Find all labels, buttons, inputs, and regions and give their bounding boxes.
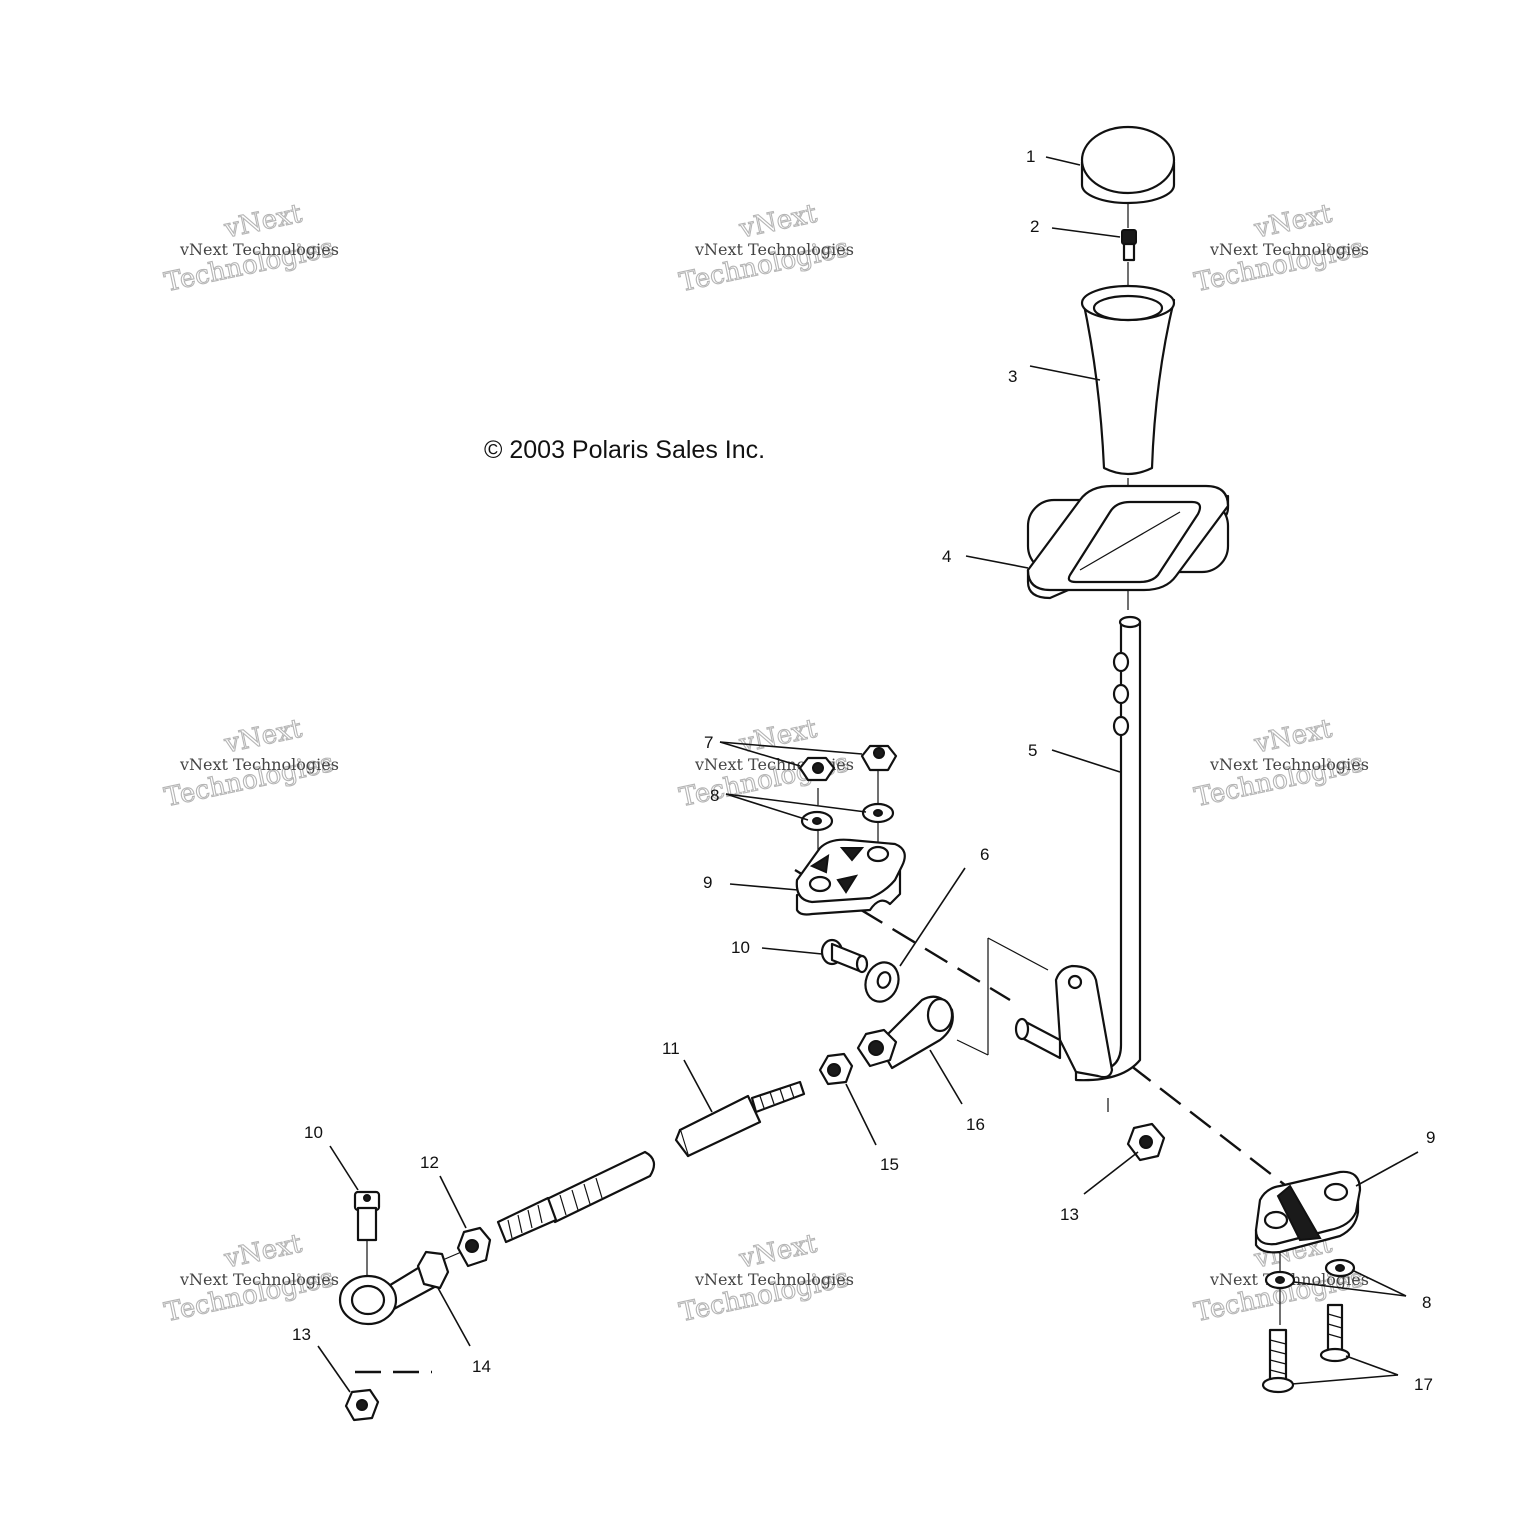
svg-text:vNext: vNext [221, 1229, 305, 1275]
watermark-group: vNext Technologies vNext Technologies vN… [161, 198, 1369, 1328]
svg-text:vNext: vNext [1251, 714, 1335, 760]
part-8-washer-bottom-right [1324, 1258, 1356, 1278]
callout-labels: 1 2 3 4 5 6 7 8 9 10 11 12 13 14 15 16 9… [292, 147, 1435, 1394]
callout-5: 5 [1028, 741, 1037, 760]
part-9-pivot-block-top [795, 838, 906, 916]
part-8-washer-left [800, 810, 834, 832]
callout-13-middle: 13 [1060, 1205, 1079, 1224]
watermark-1: vNext Technologies vNext Technologies [161, 198, 339, 298]
copyright-text: © 2003 Polaris Sales Inc. [484, 436, 765, 464]
part-8-washer-right [861, 802, 895, 824]
part-4-boot-plate [1026, 484, 1230, 600]
leader-lines [317, 156, 1419, 1393]
part-8-washer-bottom-left [1264, 1270, 1296, 1290]
part-1-knob-cap [1080, 125, 1176, 205]
svg-text:vNext Technologies: vNext Technologies [179, 1270, 339, 1289]
watermark-4: vNext Technologies vNext Technologies [161, 713, 339, 813]
part-17-screw-right [1319, 1303, 1351, 1363]
part-5-shift-lever [1014, 615, 1142, 1082]
svg-text:vNext: vNext [221, 714, 305, 760]
callout-7: 7 [704, 733, 713, 752]
callout-9-right: 9 [1426, 1128, 1435, 1147]
part-14-eye-bolt [338, 1250, 450, 1326]
callout-15: 15 [880, 1155, 899, 1174]
callout-16: 16 [966, 1115, 985, 1134]
callout-2: 2 [1030, 217, 1039, 236]
part-threaded-rod [496, 1150, 656, 1244]
callout-10: 10 [731, 938, 750, 957]
part-13-nut-lower-left [344, 1388, 380, 1422]
callout-8-right: 8 [1422, 1293, 1431, 1312]
callout-4: 4 [942, 547, 951, 566]
svg-text:vNext: vNext [736, 1229, 820, 1275]
part-17-screw-left [1261, 1328, 1295, 1394]
part-2-set-screw [1121, 229, 1137, 262]
callout-12: 12 [420, 1153, 439, 1172]
svg-text:vNext: vNext [1251, 199, 1335, 245]
watermark-6: vNext Technologies vNext Technologies [1191, 713, 1369, 813]
svg-text:vNext Technologies: vNext Technologies [1209, 755, 1369, 774]
part-10-shoulder-bolt [820, 938, 869, 974]
part-12-nut [456, 1226, 492, 1268]
callout-9: 9 [703, 873, 712, 892]
part-15-jam-nut [818, 1052, 854, 1086]
svg-text:vNext Technologies: vNext Technologies [694, 240, 854, 259]
callout-11: 11 [662, 1039, 680, 1058]
callout-17: 17 [1414, 1375, 1433, 1394]
callout-13-lower-left: 13 [292, 1325, 311, 1344]
part-7-nut-right [860, 744, 898, 772]
watermark-2: vNext Technologies vNext Technologies [676, 198, 854, 298]
watermark-8: vNext Technologies vNext Technologies [676, 1228, 854, 1328]
callout-10-lower: 10 [304, 1123, 323, 1142]
part-13-nut-middle [1126, 1122, 1166, 1162]
svg-text:vNext: vNext [736, 199, 820, 245]
part-10-bolt-lower [353, 1190, 381, 1242]
part-9-pivot-block-right [1254, 1170, 1362, 1254]
watermark-3: vNext Technologies vNext Technologies [1191, 198, 1369, 298]
part-7-nut-left [798, 756, 836, 782]
watermark-5: vNext Technologies vNext Technologies [676, 713, 854, 813]
svg-text:vNext Technologies: vNext Technologies [694, 1270, 854, 1289]
watermark-7: vNext Technologies vNext Technologies [161, 1228, 339, 1328]
svg-text:vNext: vNext [221, 199, 305, 245]
svg-text:vNext: vNext [736, 714, 820, 760]
callout-3: 3 [1008, 367, 1017, 386]
svg-text:vNext Technologies: vNext Technologies [179, 755, 339, 774]
svg-text:vNext Technologies: vNext Technologies [179, 240, 339, 259]
part-3-handle-grip [1080, 284, 1176, 476]
part-11-link-rod [674, 1080, 806, 1158]
part-6-washer [864, 961, 900, 1003]
callout-14: 14 [472, 1357, 491, 1376]
part-16-rod-end [856, 995, 954, 1070]
callout-1: 1 [1026, 147, 1035, 166]
svg-text:vNext Technologies: vNext Technologies [1209, 240, 1369, 259]
callout-8: 8 [710, 786, 719, 805]
callout-6: 6 [980, 845, 989, 864]
